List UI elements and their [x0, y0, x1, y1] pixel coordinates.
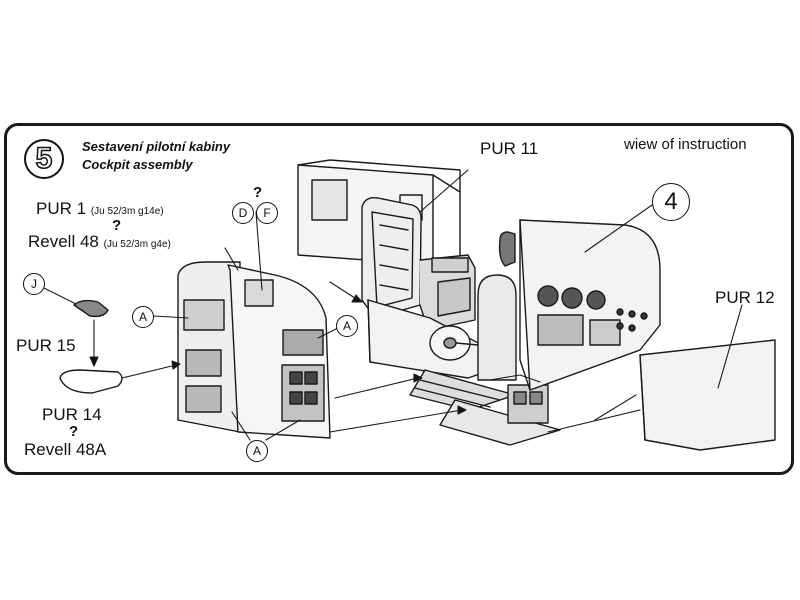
- instrument-panel-4: [498, 219, 661, 391]
- label-pur12: PUR 12: [715, 288, 775, 307]
- callout-a-bottom: A: [246, 440, 268, 462]
- label-pur11: PUR 11: [480, 139, 539, 158]
- label-pur14: PUR 14: [42, 405, 102, 424]
- question-mark-2: ?: [69, 423, 79, 440]
- label-pur15: PUR 15: [16, 336, 76, 355]
- callout-step-4: 4: [652, 183, 690, 221]
- callout-a-right: A: [336, 315, 358, 337]
- question-mark-1: ?: [112, 217, 122, 234]
- view-note: wiew of instruction: [624, 136, 747, 153]
- label-revell48: Revell 48 (Ju 52/3m g4e): [28, 233, 171, 250]
- revell48-note: (Ju 52/3m g4e): [103, 239, 171, 250]
- part-pur15: [73, 299, 109, 318]
- leader-lines: [37, 169, 743, 441]
- left-bulkhead: [177, 261, 331, 439]
- pur1-name: PUR 1: [36, 199, 87, 218]
- callout-d: D: [232, 202, 254, 224]
- callout-a-left: A: [132, 306, 154, 328]
- title-english: Cockpit assembly: [82, 157, 193, 172]
- pur1-note: (Ju 52/3m g14e): [90, 206, 164, 217]
- revell48-name: Revell 48: [28, 232, 99, 251]
- pilot-seat: [361, 197, 476, 331]
- title-czech: Sestavení pilotní kabiny: [82, 139, 231, 154]
- step-number: 5: [35, 142, 53, 175]
- callout-f: F: [256, 202, 278, 224]
- step-number-badge: 5: [24, 139, 64, 179]
- label-pur1: PUR 1 (Ju 52/3m g14e): [36, 200, 164, 217]
- label-revell48a: Revell 48A: [24, 440, 107, 459]
- callout-j: J: [23, 273, 45, 295]
- control-column: [429, 274, 549, 424]
- side-panel-pur12: [639, 339, 776, 451]
- question-mark-top: ?: [253, 184, 263, 201]
- part-pur14: [59, 369, 123, 394]
